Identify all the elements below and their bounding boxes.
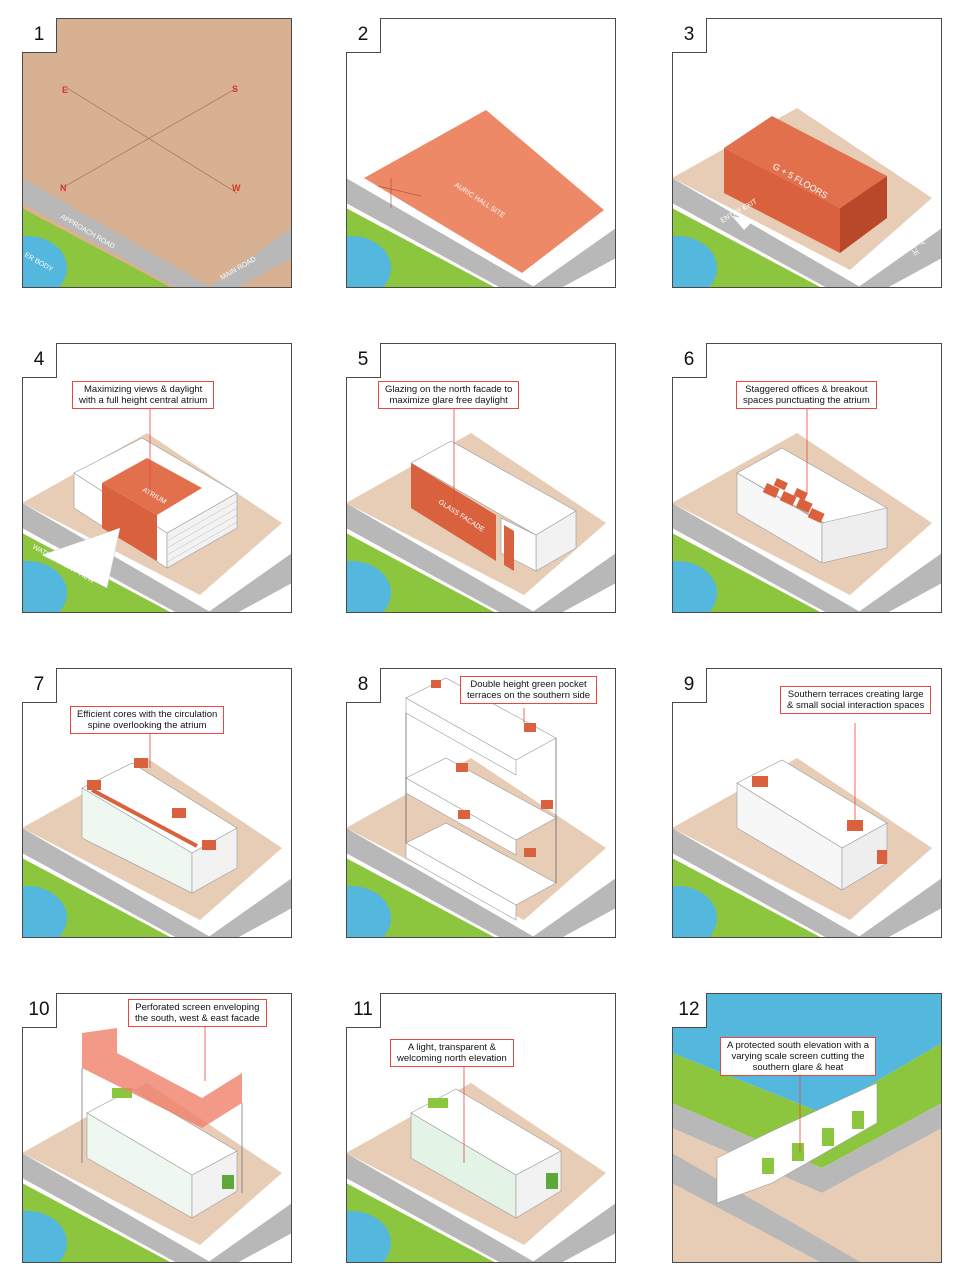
massing-scene: G + 5 FLOORS ENTRY EXIT SERVICE ENTRY	[672, 18, 942, 288]
callout-line-1: Southern terraces creating large	[787, 689, 924, 700]
callout-line-2: maximize glare free daylight	[389, 395, 508, 406]
callout-line-1: Maximizing views & daylight	[84, 384, 203, 395]
road	[672, 1103, 942, 1193]
callout-line-1: Staggered offices & breakout	[745, 384, 868, 395]
panel-3: G + 5 FLOORS ENTRY EXIT SERVICE ENTRY 3	[672, 18, 942, 288]
panel-number: 5	[346, 343, 381, 378]
water-body	[346, 236, 391, 288]
panel-1: E S N W APPROACH ROAD MAIN ROAD ER BODY …	[22, 18, 292, 288]
terrace-blocks	[431, 680, 553, 857]
glass-facade-face	[411, 463, 496, 561]
compass-w: W	[232, 183, 241, 193]
circulation-spine	[91, 788, 198, 848]
approach-road	[22, 178, 212, 288]
cores-scene	[22, 668, 292, 938]
panel-8: 8 Double height green pocket terraces on…	[346, 668, 616, 938]
callout-line-1: Perforated screen enveloping	[135, 1002, 260, 1013]
callout-line-2: spine overlooking the atrium	[87, 720, 207, 731]
panel-2: AURIC HALL SITE 2	[346, 18, 616, 288]
callout-line-2: the south, west & east facade	[135, 1013, 260, 1024]
panel-5: GLASS FACADE 5 Glazing on the north faca…	[346, 343, 616, 613]
office-blocks	[762, 478, 825, 523]
callout-line-2: terraces on the southern side	[467, 690, 591, 701]
callout-box: Staggered offices & breakout spaces punc…	[736, 381, 877, 409]
panel-11: 11 A light, transparent & welcoming nort…	[346, 993, 616, 1263]
perforated-screen-scene	[22, 993, 292, 1263]
panel-6: 6 Staggered offices & breakout spaces pu…	[672, 343, 942, 613]
callout-line-3: southern glare & heat	[752, 1062, 844, 1073]
callout-line-2: spaces punctuating the atrium	[743, 395, 870, 406]
compass-line-ew	[66, 87, 238, 194]
panel-number: 10	[22, 993, 57, 1028]
panel-number: 12	[672, 993, 707, 1028]
callout-line-2: welcoming north elevation	[397, 1053, 507, 1064]
panel-number: 4	[22, 343, 57, 378]
block-top-face	[724, 116, 887, 208]
callout-line-2: & small social interaction spaces	[787, 700, 925, 711]
atrium-front	[102, 483, 157, 561]
panel-number: 11	[346, 993, 381, 1028]
site-footprint	[364, 110, 604, 273]
callout-box: Southern terraces creating large & small…	[780, 686, 932, 714]
callout-line-2: with a full height central atrium	[79, 395, 208, 406]
compass-line-ns	[61, 87, 238, 189]
callout-box: Glazing on the north facade to maximize …	[378, 381, 520, 409]
callout-line-1: Efficient cores with the circulation	[77, 709, 218, 720]
main-road	[207, 228, 292, 288]
view-arrow	[41, 527, 121, 589]
core-blocks	[87, 758, 216, 850]
callout-line-1: A protected south elevation with a	[727, 1040, 870, 1051]
callout-box: Efficient cores with the circulation spi…	[70, 706, 225, 734]
panel-number: 7	[22, 668, 57, 703]
block-front-face	[724, 148, 840, 253]
atrium-top	[102, 458, 202, 515]
terrace-blocks	[752, 776, 887, 864]
panel-12: 12 A protected south elevation with a va…	[672, 993, 942, 1263]
main-road	[531, 228, 616, 288]
water-body	[22, 236, 67, 288]
site-plan-scene: E S N W APPROACH ROAD MAIN ROAD ER BODY	[22, 18, 292, 288]
compass-e: E	[62, 85, 68, 95]
approach-road	[672, 178, 862, 288]
panel-9: 9 Southern terraces creating large & sma…	[672, 668, 942, 938]
south-elevation-scene	[672, 993, 942, 1263]
compass-s: S	[232, 84, 238, 94]
compass-n: N	[60, 183, 67, 193]
callout-box: A light, transparent & welcoming north e…	[390, 1039, 514, 1067]
water-body	[672, 236, 717, 288]
callout-box: Double height green pocket terraces on t…	[460, 676, 598, 704]
panel-10: 10 Perforated screen enveloping the sout…	[22, 993, 292, 1263]
atrium-scene: ATRIUM WATER FRONT VIEW	[22, 343, 292, 613]
north-elevation-scene	[346, 993, 616, 1263]
screen-panels	[762, 1111, 864, 1174]
block-side-face	[840, 176, 887, 253]
entry-arrow	[732, 216, 754, 230]
callout-line-1: A light, transparent &	[407, 1042, 497, 1053]
panel-7: 7 Efficient cores with the circulation s…	[22, 668, 292, 938]
grass-area	[672, 1043, 942, 1168]
callout-line-2: varying scale screen cutting the	[731, 1051, 865, 1062]
panel-number: 1	[22, 18, 57, 53]
approach-road	[346, 178, 536, 288]
callout-line-1: Glazing on the north facade to	[385, 384, 513, 395]
perforated-screen	[82, 1028, 242, 1128]
panel-4: ATRIUM WATER FRONT VIEW 4 Maximizing vie…	[22, 343, 292, 613]
site-scene: AURIC HALL SITE	[346, 18, 616, 288]
panel-number: 6	[672, 343, 707, 378]
panel-number: 3	[672, 18, 707, 53]
callout-box: A protected south elevation with a varyi…	[720, 1037, 877, 1076]
panel-number: 9	[672, 668, 707, 703]
terraces-exploded-scene	[346, 668, 616, 938]
panel-number: 8	[346, 668, 381, 703]
main-road	[857, 228, 942, 288]
panel-number: 2	[346, 18, 381, 53]
callout-line-1: Double height green pocket	[470, 679, 587, 690]
callout-box: Maximizing views & daylight with a full …	[72, 381, 215, 409]
callout-box: Perforated screen enveloping the south, …	[128, 999, 267, 1027]
